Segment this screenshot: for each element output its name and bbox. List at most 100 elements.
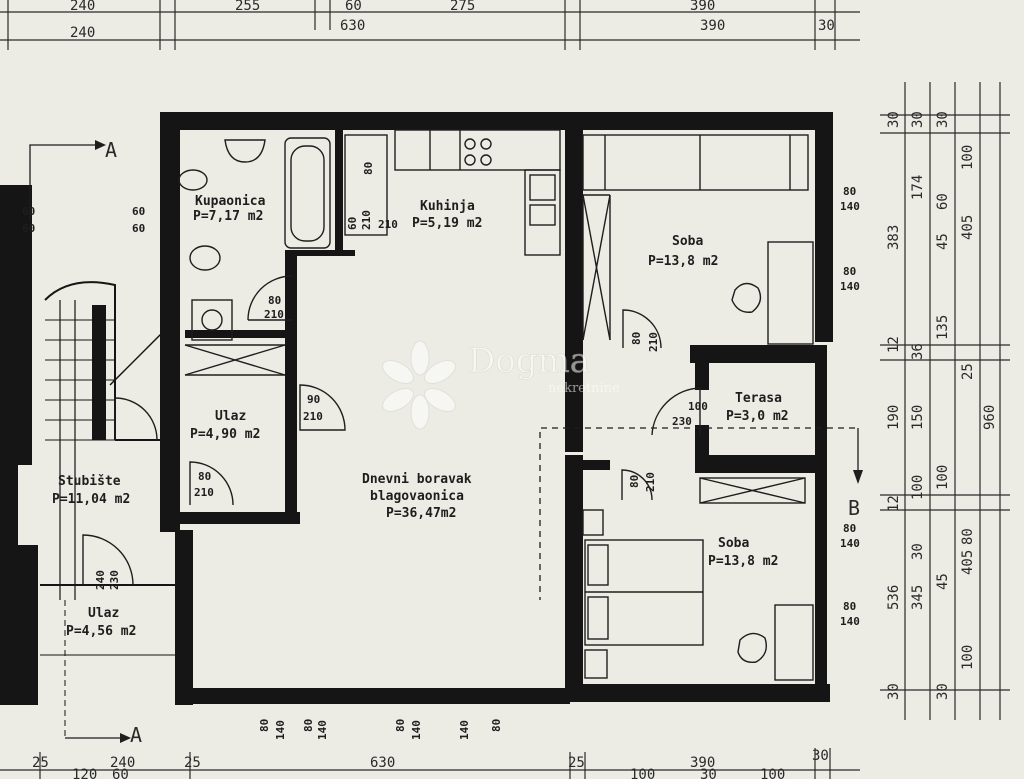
right-dim-24: 25 (960, 363, 976, 380)
right-dim-11: 150 (910, 405, 926, 430)
room-stubiste-area: P=11,04 m2 (52, 492, 130, 507)
room-ulaz2-name: Ulaz (88, 606, 119, 621)
room-soba2-area: P=13,8 m2 (708, 554, 778, 569)
door-soba1-w: 80 (630, 332, 643, 345)
room-stubiste-name: Stubište (58, 474, 121, 489)
door-entry-h: 230 (108, 570, 121, 590)
bottom-dim-9: 60 (112, 767, 129, 779)
door-soba1-h: 210 (647, 332, 660, 352)
walls (160, 112, 833, 705)
arrow-a-bottom-icon (120, 733, 131, 743)
section-lines (29, 144, 859, 739)
staircase-block (0, 185, 180, 740)
right-dim-5: 12 (886, 495, 902, 512)
bottom-dim-3: 25 (184, 755, 201, 771)
right-dim-13: 30 (910, 543, 926, 560)
right-dim-3: 12 (886, 336, 902, 353)
bottom-dim-8: 120 (72, 767, 97, 779)
door-soba2-w: 80 (628, 475, 641, 488)
right-dim-4: 190 (886, 405, 902, 430)
w-right4-a: 80 (843, 600, 856, 613)
w-right3-b: 140 (840, 537, 860, 550)
w-right1-b: 140 (840, 200, 860, 213)
room-labels: Kupaonica P=7,17 m2 Kuhinja P=5,19 m2 So… (52, 194, 789, 639)
right-dim-12: 100 (910, 475, 926, 500)
room-kupaonica-name: Kupaonica (195, 194, 266, 209)
w-left1-b: 60 (22, 222, 35, 235)
room-dnevni-line1: Dnevni boravak (362, 472, 472, 487)
right-dim-17: 45 (935, 233, 951, 250)
w-k1-a: 60 (346, 217, 359, 230)
door-ulaz-w: 90 (307, 393, 320, 406)
w-left2-a: 60 (132, 205, 145, 218)
w-k2-a: 80 (362, 162, 375, 175)
w-right3-a: 80 (843, 522, 856, 535)
door-stub-h: 210 (194, 486, 214, 499)
w-right1-a: 80 (843, 185, 856, 198)
door-stub-w: 80 (198, 470, 211, 483)
right-dim-7: 30 (886, 683, 902, 700)
w-bottom-8: 80 (490, 719, 503, 732)
right-dim-20: 45 (935, 573, 951, 590)
bottom-dim-12: 100 (760, 767, 785, 779)
w-k2-b: 210 (378, 218, 398, 231)
room-ulaz1-area: P=4,90 m2 (190, 427, 260, 442)
right-dim-labels: 30 383 12 190 12 536 30 30 174 36 150 10… (886, 111, 998, 700)
bottom-dim-4: 630 (370, 755, 395, 771)
right-dim-14: 345 (910, 585, 926, 610)
door-ulaz-h: 210 (303, 410, 323, 423)
section-mark-a-top: A (105, 138, 117, 162)
top-dim-3: 60 (345, 0, 362, 14)
bottom-dim-7: 30 (812, 748, 829, 764)
room-ulaz2-area: P=4,56 m2 (66, 624, 136, 639)
right-dim-16: 60 (935, 193, 951, 210)
right-dim-25: 960 (982, 405, 998, 430)
w-bottom-5: 80 (394, 719, 407, 732)
top-dim-4: 275 (450, 0, 475, 14)
w-k1-b: 210 (360, 210, 373, 230)
bottom-dim-10: 100 (630, 767, 655, 779)
right-dim-8: 30 (910, 111, 926, 128)
w-left1-a: 60 (22, 205, 35, 218)
w-right2-a: 80 (843, 265, 856, 278)
w-bottom-2: 140 (274, 720, 287, 740)
room-soba1-name: Soba (672, 234, 703, 249)
w-bottom-3: 80 (302, 719, 315, 732)
top-dim-6: 240 (70, 25, 95, 41)
top-dim-8: 390 (700, 18, 725, 34)
watermark-logo-icon (382, 340, 456, 430)
arrow-a-top-icon (95, 140, 106, 150)
right-dim-15: 30 (935, 111, 951, 128)
bottom-dimension-lines (0, 748, 860, 779)
watermark-name: Dogma (468, 341, 590, 381)
w-bottom-1: 80 (258, 719, 271, 732)
right-dimension-lines (880, 82, 1010, 720)
room-kuhinja-area: P=5,19 m2 (412, 216, 482, 231)
watermark: Dogma nekretnine (382, 340, 620, 430)
arrow-b-icon (853, 470, 863, 484)
room-dnevni-line2: blagovaonica (370, 489, 464, 504)
right-dim-6: 536 (886, 585, 902, 610)
door-bath-w: 80 (268, 294, 281, 307)
watermark-tag: nekretnine (548, 381, 620, 396)
right-dim-1: 30 (886, 111, 902, 128)
door-terasa-h: 230 (672, 415, 692, 428)
right-dim-9: 174 (910, 175, 926, 200)
right-dim-21: 30 (935, 683, 951, 700)
window-labels: 60 60 60 60 80 140 80 140 80 140 80 140 … (22, 162, 860, 740)
top-dim-7: 630 (340, 18, 365, 34)
door-terasa-w: 100 (688, 400, 708, 413)
room-soba2-name: Soba (718, 536, 749, 551)
door-arcs (82, 275, 701, 586)
right-dim-22: 100 (960, 145, 976, 170)
w-left2-b: 60 (132, 222, 145, 235)
right-dim-28: 100 (960, 645, 976, 670)
right-dim-18: 135 (935, 315, 951, 340)
room-terasa-name: Terasa (735, 391, 782, 406)
right-dim-19: 100 (935, 465, 951, 490)
room-ulaz1-name: Ulaz (215, 409, 246, 424)
bottom-dim-5: 25 (568, 755, 585, 771)
door-entry-w: 240 (94, 570, 107, 590)
section-mark-b: B (848, 496, 860, 520)
